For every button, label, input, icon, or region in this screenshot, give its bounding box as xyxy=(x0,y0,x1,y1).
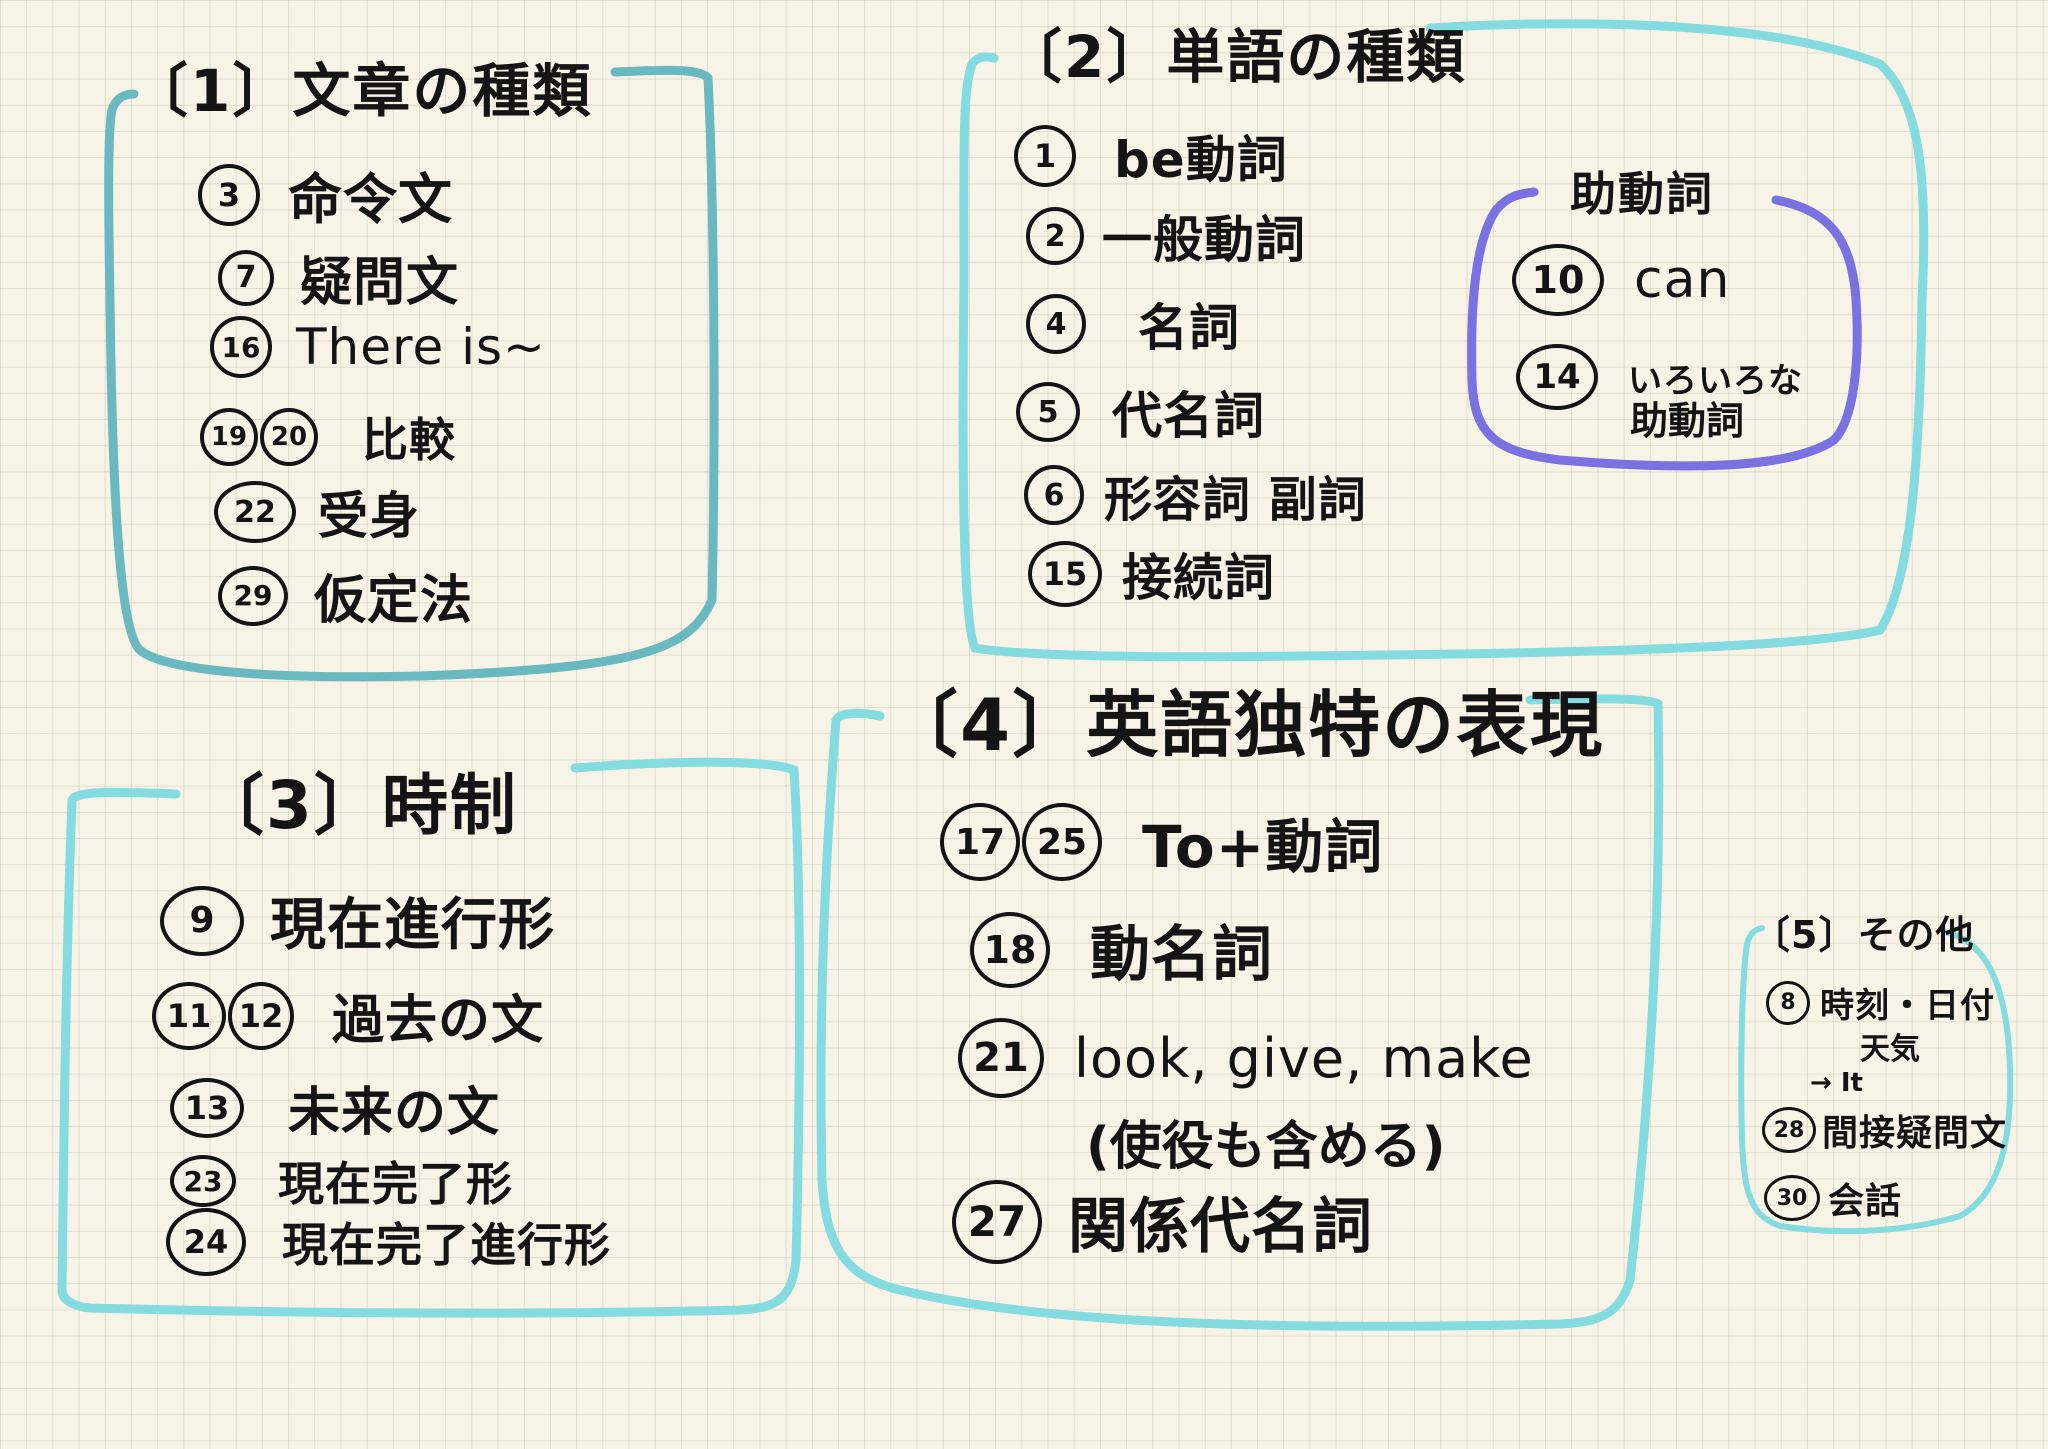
frame-section-4 xyxy=(816,694,1664,1331)
item-label: 時刻・日付 xyxy=(1820,986,1995,1026)
list-item: 6 形容詞 副詞 xyxy=(1024,460,1367,530)
number-badge: 21 xyxy=(958,1018,1044,1098)
list-item: 22 受身 xyxy=(214,476,420,548)
list-item: 23 現在完了形 xyxy=(170,1148,513,1214)
number-badge: 23 xyxy=(170,1155,236,1207)
list-item: 9 現在進行形 xyxy=(160,880,555,961)
number-badge: 30 xyxy=(1764,1175,1820,1221)
item-label: be動詞 xyxy=(1114,131,1288,189)
item-label: 受身 xyxy=(318,487,420,545)
number-badge: 4 xyxy=(1026,294,1086,354)
item-label: 現在進行形 xyxy=(270,893,555,958)
item-label: 間接疑問文 xyxy=(1822,1113,2008,1154)
list-item: 4 名詞 xyxy=(1026,288,1240,360)
item-label: look, give, make xyxy=(1074,1026,1534,1090)
number-badge: 10 xyxy=(1512,244,1604,316)
number-badge: 7 xyxy=(218,249,274,306)
frame-section-1 xyxy=(104,65,719,682)
number-badge: 13 xyxy=(170,1077,244,1138)
list-item: 27 関係代名詞 xyxy=(952,1178,1373,1265)
item-label: To+動詞 xyxy=(1142,813,1384,881)
frame-section-5 xyxy=(1738,925,2014,1235)
list-item: 18 動名詞 xyxy=(970,906,1273,993)
list-item: 3 命令文 xyxy=(198,155,453,234)
list-item: 1 be動詞 xyxy=(1014,120,1288,192)
list-item: 30 会話 xyxy=(1764,1172,1902,1224)
item-label: 比較 xyxy=(362,413,456,467)
list-item: 2 一般動詞 xyxy=(1026,200,1306,272)
section-3-heading: 〔3〕時制 xyxy=(198,767,518,844)
list-item: 13 未来の文 xyxy=(170,1070,500,1145)
list-item: 16 There is~ xyxy=(210,316,546,378)
item-label: 名詞 xyxy=(1138,299,1240,357)
item-label: 代名詞 xyxy=(1112,387,1265,445)
item-label: 会話 xyxy=(1828,1181,1903,1222)
item-label: 現在完了形 xyxy=(278,1157,513,1211)
number-badge: 19 xyxy=(200,408,258,466)
item-label: 動名詞 xyxy=(1090,920,1273,990)
item-label: 仮定法 xyxy=(314,571,474,631)
frame-section-2-sub xyxy=(1467,187,1862,471)
section-1-heading: 〔1〕文章の種類 xyxy=(130,57,593,125)
section-2-sub-heading: 助動詞 xyxy=(1570,167,1714,221)
number-badge: 12 xyxy=(228,981,294,1050)
list-item: 28 間接疑問文 xyxy=(1762,1104,2007,1156)
list-item: 15 接続詞 xyxy=(1028,538,1275,610)
list-item: 17 25 To+動詞 xyxy=(940,800,1383,884)
item-label-line2: 助動詞 xyxy=(1630,399,1745,443)
list-item: 29 仮定法 xyxy=(218,558,473,633)
list-item: 8 時刻・日付 xyxy=(1766,978,1995,1027)
frame-section-3 xyxy=(57,757,804,1318)
list-item: 11 12 過去の文 xyxy=(152,978,544,1053)
item-label: 疑問文 xyxy=(300,253,460,313)
item-label: There is~ xyxy=(296,318,546,376)
item-label: 命令文 xyxy=(288,168,453,231)
item-label: can xyxy=(1634,250,1731,310)
item-label: 現在完了進行形 xyxy=(282,1218,611,1272)
number-badge: 14 xyxy=(1516,344,1598,410)
item-label: いろいろな xyxy=(1628,360,1803,401)
list-item: 7 疑問文 xyxy=(218,240,459,315)
number-badge: 28 xyxy=(1762,1107,1816,1153)
item-label-line3: → It xyxy=(1810,1068,1863,1098)
number-badge: 6 xyxy=(1024,465,1084,525)
number-badge: 27 xyxy=(952,1179,1042,1264)
item-label: 形容詞 副詞 xyxy=(1104,472,1367,528)
number-badge: 1 xyxy=(1014,125,1076,187)
number-badge: 24 xyxy=(166,1208,246,1276)
item-label: 接続詞 xyxy=(1122,549,1275,607)
number-badge: 9 xyxy=(160,885,244,956)
item-label-line2: (使役も含める) xyxy=(1086,1117,1446,1177)
frame-section-2 xyxy=(958,19,1929,662)
section-4-heading: 〔4〕英語独特の表現 xyxy=(886,683,1605,767)
item-label-line2: 天気 xyxy=(1860,1032,1920,1067)
list-item: 10 can xyxy=(1512,244,1730,316)
number-badge: 3 xyxy=(198,163,260,226)
section-5-heading: 〔5〕その他 xyxy=(1752,913,1975,957)
number-badge: 17 xyxy=(940,803,1020,881)
list-item: 21 look, give, make xyxy=(958,1018,1534,1098)
item-label: 一般動詞 xyxy=(1102,211,1306,269)
number-badge: 11 xyxy=(152,981,226,1050)
number-badge: 18 xyxy=(970,911,1050,988)
number-badge: 16 xyxy=(210,316,272,378)
number-badge: 29 xyxy=(218,565,288,626)
list-item: 5 代名詞 xyxy=(1016,376,1265,448)
list-item: 14 いろいろな xyxy=(1516,344,1803,410)
number-badge: 8 xyxy=(1766,980,1810,1025)
section-2-heading: 〔2〕単語の種類 xyxy=(1004,23,1467,91)
list-item: 24 現在完了進行形 xyxy=(166,1208,611,1276)
number-badge: 2 xyxy=(1026,207,1084,265)
number-badge: 5 xyxy=(1016,382,1080,442)
item-label: 過去の文 xyxy=(332,991,545,1051)
list-item: 19 20 比較 xyxy=(200,404,456,470)
number-badge: 22 xyxy=(214,481,296,543)
item-label: 関係代名詞 xyxy=(1068,1192,1373,1262)
number-badge: 20 xyxy=(260,408,318,466)
item-label: 未来の文 xyxy=(288,1083,501,1143)
number-badge: 25 xyxy=(1022,803,1102,881)
number-badge: 15 xyxy=(1028,541,1102,607)
